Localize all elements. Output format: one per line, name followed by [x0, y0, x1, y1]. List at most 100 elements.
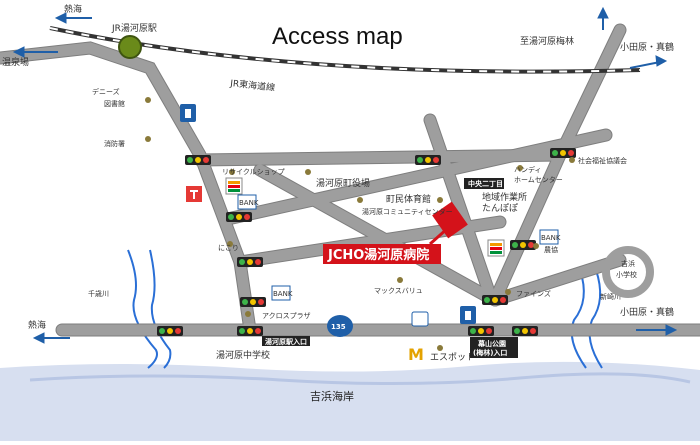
map-title: Access map [272, 23, 403, 50]
poi-dot [357, 197, 363, 203]
hospital-label: JCHO湯河原病院 [327, 247, 429, 263]
poi-maxvalu: マックスバリュ [374, 287, 423, 295]
poi-town-office: 湯河原町役場 [316, 177, 370, 189]
info-sign-icon [411, 311, 429, 327]
bank-label-2: BANK [541, 234, 561, 242]
poi-noukyo: 農協 [544, 245, 558, 254]
poi-gym: 町民体育館 [386, 193, 431, 205]
traffic-light-icon [512, 326, 538, 336]
poi-fines: ファインズ [516, 289, 551, 298]
hospital-pointer [429, 226, 449, 246]
convenience-store-icon [225, 177, 243, 195]
traffic-light-icon [415, 155, 441, 165]
traffic-light-icon [550, 148, 576, 158]
arrow-atami-top [54, 12, 92, 24]
dest-atami-bottom: 熱海 [28, 319, 46, 331]
arrow-odawara-top [629, 55, 668, 69]
info-sign-icon [180, 104, 196, 122]
route-135-label: 135 [331, 323, 346, 331]
poi-dennys: デニーズ [92, 87, 120, 96]
traffic-light-icon [510, 240, 536, 250]
dest-onsenba: 温泉場 [2, 56, 29, 68]
poi-dot [229, 169, 235, 175]
poi-dot [227, 241, 233, 247]
traffic-light-icon [482, 295, 508, 305]
traffic-lights [157, 148, 576, 336]
route-135-icon [327, 315, 353, 337]
chitose-label: 千歳川 [88, 289, 109, 298]
traffic-light-icon [240, 297, 266, 307]
chitose-river-2 [149, 249, 172, 369]
poi-library: 図書館 [104, 99, 125, 108]
restaurant-icon: M [408, 345, 424, 364]
post-office-icon [186, 186, 202, 202]
poi-dot [397, 277, 403, 283]
poi-makuyama2: (梅林)入口 [473, 348, 507, 357]
poi-fire: 消防署 [104, 139, 125, 148]
poi-work-center: 地域作業所 [482, 191, 527, 203]
yoshihama-school-ring [602, 246, 654, 298]
traffic-light-icon [157, 326, 183, 336]
traffic-light-icon [185, 155, 211, 165]
traffic-light-icon [237, 326, 263, 336]
poi-dots [145, 97, 575, 351]
poi-entrance: 湯河原駅入口 [265, 337, 307, 346]
station-label: JR湯河原駅 [111, 22, 157, 34]
info-sign-icon [460, 306, 476, 324]
poi-handy: ハンディ [514, 165, 542, 174]
poi-shakyo: 社会福祉協議会 [578, 156, 627, 165]
poi-yoshihama-school2: 小学校 [616, 270, 637, 279]
shinzaki-river-2 [588, 269, 603, 369]
traffic-light-icon [468, 326, 494, 336]
poi-yoshihama-school: 吉浜 [621, 259, 635, 268]
poi-dot [245, 311, 251, 317]
shinzaki-label: 新崎川 [600, 292, 621, 301]
road-network [0, 23, 700, 337]
entrance-bg [262, 336, 310, 346]
poi-dot [569, 157, 575, 163]
traffic-light-icon [237, 257, 263, 267]
jr-line-label: JR東海道線 [229, 77, 276, 94]
arrow-onsenba [12, 46, 58, 58]
poi-dot [305, 169, 311, 175]
poi-makuyama1: 幕山公園 [477, 339, 506, 348]
poi-dot [533, 243, 539, 249]
poi-dot [505, 289, 511, 295]
poi-dot [437, 197, 443, 203]
dest-odawara-bottom: 小田原・真鶴 [620, 306, 674, 318]
poi-middle-school: 湯河原中学校 [216, 349, 270, 361]
hospital-label-bg [323, 244, 441, 264]
poi-dot [145, 136, 151, 142]
convenience-store-icon [487, 239, 505, 257]
poi-across: アクロスプラザ [262, 312, 311, 320]
poi-dot [437, 345, 443, 351]
arrow-atami-bottom [32, 332, 70, 344]
poi-recycle: リサイクルショップ [222, 168, 285, 176]
poi-community: 湯河原コミュニティセンター [362, 207, 453, 216]
dest-atami-top: 熱海 [64, 3, 82, 15]
dest-odawara-top: 小田原・真鶴 [620, 41, 674, 53]
poi-tanpopo: たんぽぽ [482, 203, 518, 214]
arrow-odawara-bottom [636, 324, 678, 336]
dest-umebayashi: 至湯河原梅林 [520, 35, 574, 47]
station-marker[interactable] [118, 35, 142, 59]
arrow-umebayashi [597, 6, 609, 30]
bank-label-1: BANK [239, 199, 259, 207]
arrows [12, 6, 678, 344]
hospital-marker[interactable] [432, 201, 468, 239]
poi-home-center: ホームセンター [514, 175, 563, 184]
poi-dot [145, 97, 151, 103]
sea-wave [29, 372, 691, 386]
sea-area [0, 361, 700, 441]
coast-label: 吉浜海岸 [310, 389, 354, 403]
bank-label-3: BANK [273, 290, 293, 298]
poi-chuo2: 中央二丁目 [468, 179, 503, 188]
poi-dot [517, 165, 523, 171]
chuo2-bg [464, 178, 504, 189]
bank-icon [271, 285, 291, 301]
chitose-river [127, 249, 158, 369]
bank-icon [237, 194, 257, 210]
shinzaki-river [570, 269, 587, 369]
